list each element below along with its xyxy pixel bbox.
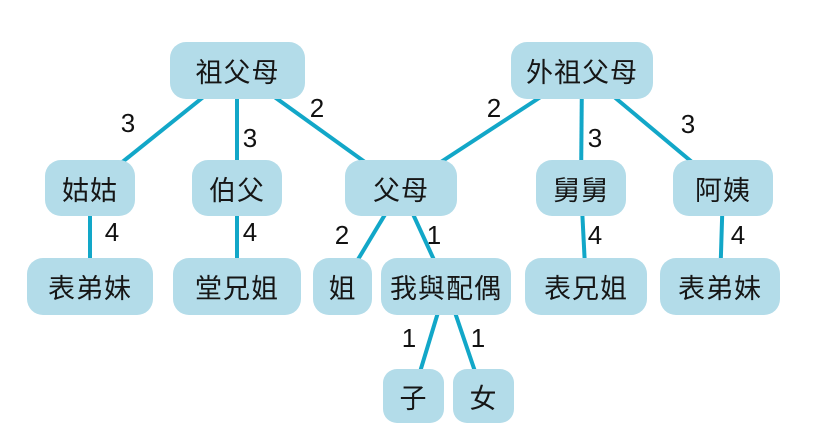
node-biaodimei-right: 表弟妹	[660, 258, 780, 315]
edge-label-woyupeiou-nv: 1	[470, 323, 486, 353]
edge-label-zufumu-bofu: 3	[242, 123, 258, 153]
node-gugu: 姑姑	[45, 160, 135, 216]
edge-label-waizufumu-ayi: 3	[680, 109, 696, 139]
edge-label-waizufumu-jiujiu: 3	[587, 123, 603, 153]
edge-label-woyupeiou-zi: 1	[401, 323, 417, 353]
node-zufumu: 祖父母	[170, 42, 305, 99]
node-tangxiongjie: 堂兄姐	[173, 258, 301, 315]
node-jie: 姐	[313, 258, 372, 315]
node-biaodimei-left: 表弟妹	[27, 258, 153, 315]
node-waizufumu: 外祖父母	[511, 42, 653, 99]
edge-label-bofu-tangxiongjie: 4	[242, 217, 258, 247]
node-zi: 子	[383, 369, 444, 423]
node-biaoxiongjie: 表兄姐	[525, 258, 647, 315]
edge-label-ayi-biaodimei: 4	[730, 220, 746, 250]
node-nv: 女	[453, 369, 514, 423]
node-jiujiu: 舅舅	[536, 160, 626, 216]
node-woyupeiou: 我與配偶	[381, 258, 511, 315]
node-fumu: 父母	[345, 160, 457, 216]
edge-label-zufumu-gugu: 3	[120, 108, 136, 138]
edge-label-fumu-woyupeiou: 1	[426, 220, 442, 250]
edge-label-zufumu-fumu: 2	[309, 93, 325, 123]
edge-label-gugu-biaodimei: 4	[104, 217, 120, 247]
edge-label-waizufumu-fumu: 2	[486, 93, 502, 123]
edge-label-fumu-jie: 2	[334, 220, 350, 250]
node-bofu: 伯父	[192, 160, 282, 216]
node-ayi: 阿姨	[673, 160, 773, 216]
edge-label-jiujiu-biaoxiongjie: 4	[587, 220, 603, 250]
